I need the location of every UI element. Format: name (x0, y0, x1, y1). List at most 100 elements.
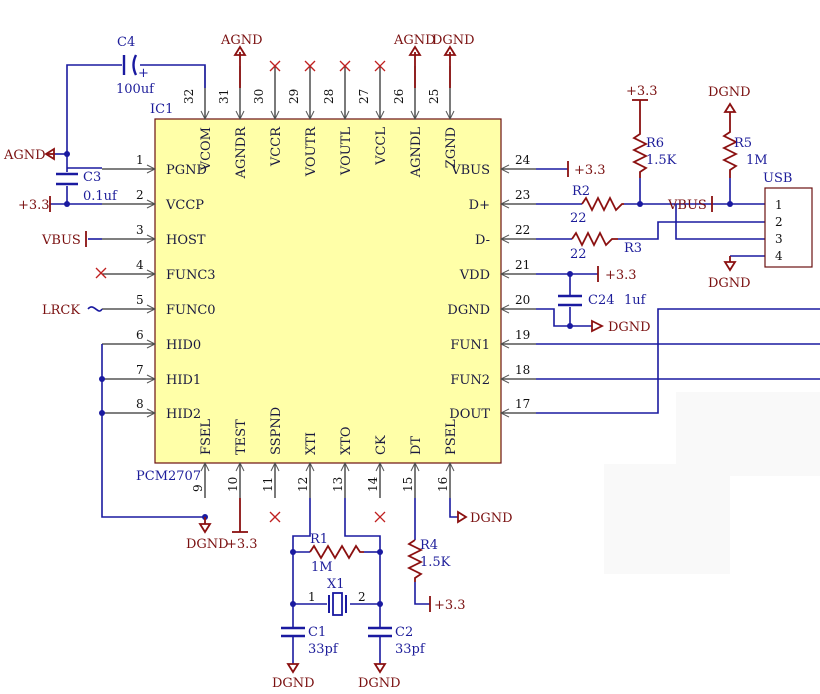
dgnd-port-c1[interactable]: DGND (272, 663, 315, 691)
pin-8-arrow (146, 408, 157, 418)
c1-value: 33pf (308, 642, 339, 657)
capacitor-c3[interactable]: C3 0.1uf (56, 170, 118, 204)
p33-label-pin10: +3.3 (226, 537, 258, 552)
x1-ref: X1 (327, 577, 345, 592)
p33-port-r6[interactable]: +3.3 (626, 84, 658, 101)
resistor-r4[interactable]: R4 1.5K (406, 538, 451, 582)
c2-ref: C2 (395, 625, 413, 640)
r3-ref: R3 (624, 241, 642, 256)
p33-port-r4[interactable]: +3.3 (429, 596, 466, 613)
no-connect-pin11 (269, 511, 281, 523)
resistor-r3[interactable]: R3 22 (570, 230, 642, 262)
c2-value: 33pf (395, 642, 426, 657)
pin-12-number: 12 (296, 477, 310, 492)
dgnd-label-c2: DGND (358, 676, 401, 691)
wire-xti (292, 498, 311, 604)
resistor-r5[interactable]: R5 1M (721, 112, 768, 178)
p33-label-r6: +3.3 (626, 84, 658, 99)
pin-31-arrow (235, 110, 245, 121)
pin-7-name: HID1 (166, 373, 201, 388)
pin-28-name: VOUTL (339, 127, 354, 176)
pin-9-number: 9 (191, 484, 205, 492)
resistor-r1[interactable]: R1 1M (309, 532, 364, 575)
capacitor-c1[interactable]: C1 33pf (281, 625, 339, 657)
dgnd-port-pin16[interactable]: DGND (457, 510, 513, 526)
no-connect-pin14 (374, 511, 386, 523)
pin-12-arrow (305, 461, 315, 472)
pin-24-number: 24 (515, 153, 531, 167)
usb-connector[interactable]: USB 1 2 3 4 (763, 171, 813, 268)
pin-11-name: SSPND (269, 407, 284, 455)
resistor-r6[interactable]: R6 1.5K (631, 100, 677, 178)
pin-23-name: D+ (469, 198, 490, 213)
pin-1-arrow (146, 164, 157, 174)
dgnd-port-pin25[interactable]: DGND (432, 33, 475, 88)
usb-pin3: 3 (775, 232, 783, 246)
c4-value: 100uf (116, 82, 155, 97)
no-connect-pin29 (304, 60, 316, 72)
p33-port-pin10[interactable]: +3.3 (226, 498, 258, 552)
agnd-port-left[interactable]: AGND (3, 147, 55, 163)
pin-4-number: 4 (136, 258, 144, 272)
lrck-port[interactable]: LRCK (42, 303, 80, 318)
pin-29-name: VOUTR (304, 126, 319, 177)
pin-5-name: FUNC0 (166, 303, 216, 318)
pin-30-arrow (270, 110, 280, 121)
wire-lrck (87, 306, 103, 312)
usb-ref: USB (763, 171, 792, 186)
r5-value: 1M (746, 153, 768, 168)
pin-6-name: HID0 (166, 338, 201, 353)
dgnd-port-pin20[interactable]: DGND (591, 319, 651, 335)
pin-3-arrow (146, 234, 157, 244)
dgnd-port-usb[interactable]: DGND (708, 256, 751, 291)
dgnd-port-c2[interactable]: DGND (358, 663, 401, 691)
pin-26-arrow (410, 110, 420, 121)
r4-value: 1.5K (420, 555, 451, 570)
pin-22-arrow (499, 234, 510, 244)
pin-17-name: DOUT (449, 407, 490, 422)
capacitor-c4[interactable]: + C4 100uf (116, 35, 155, 97)
x1-pin1: 1 (308, 590, 316, 604)
pin-18-number: 18 (515, 363, 530, 377)
pin-8-number: 8 (136, 397, 144, 411)
r1-ref: R1 (310, 532, 328, 547)
pin-29-number: 29 (287, 89, 301, 104)
p33-label-pin21: +3.3 (605, 268, 637, 283)
pin-26-name: AGNDL (409, 127, 424, 179)
dgnd-port-r5[interactable]: DGND (708, 85, 751, 113)
agnd-port-pin31[interactable]: AGND (220, 33, 263, 88)
pin-31-name: AGNDR (234, 126, 249, 180)
vbus-port-left[interactable]: VBUS (41, 231, 87, 248)
pin-4-name: FUNC3 (166, 268, 216, 283)
vbus-port-right[interactable]: VBUS (667, 196, 713, 213)
pin-20-name: DGND (447, 303, 490, 318)
pin-19-arrow (499, 339, 510, 349)
ic-part-label: PCM2707 (136, 469, 201, 484)
no-connect-pin28 (339, 60, 351, 72)
p33-port-left[interactable]: +3.3 (18, 196, 51, 213)
c24-value: 1uf (624, 293, 647, 308)
pin-5-arrow (146, 304, 157, 314)
background-panel-2 (676, 392, 820, 476)
dgnd-label-pin25: DGND (432, 33, 475, 48)
resistor-r2[interactable]: R2 22 (570, 184, 624, 226)
p33-port-pin24[interactable]: +3.3 (567, 161, 606, 178)
ic-body[interactable] (154, 118, 502, 464)
pin-8-name: HID2 (166, 407, 201, 422)
p33-port-pin21[interactable]: +3.3 (597, 266, 637, 283)
pin-17-number: 17 (515, 397, 530, 411)
capacitor-c24[interactable]: C24 1uf (558, 293, 647, 308)
pin-14-arrow (375, 461, 385, 472)
pin-26-number: 26 (392, 89, 406, 104)
ic-pins: 1PGND2VCCP3HOST4FUNC35FUNC06HID07HID18HI… (102, 66, 536, 498)
pin-3-number: 3 (136, 223, 144, 237)
wire-dgnd-right (536, 308, 570, 327)
capacitor-c2[interactable]: C2 33pf (368, 625, 426, 657)
crystal-x1[interactable]: X1 1 2 (308, 577, 366, 616)
agnd-port-pin26[interactable]: AGND (393, 33, 436, 88)
dgnd-port-pin9[interactable]: DGND (186, 517, 229, 552)
pin-16-number: 16 (436, 477, 450, 492)
pin-5-number: 5 (136, 293, 144, 307)
